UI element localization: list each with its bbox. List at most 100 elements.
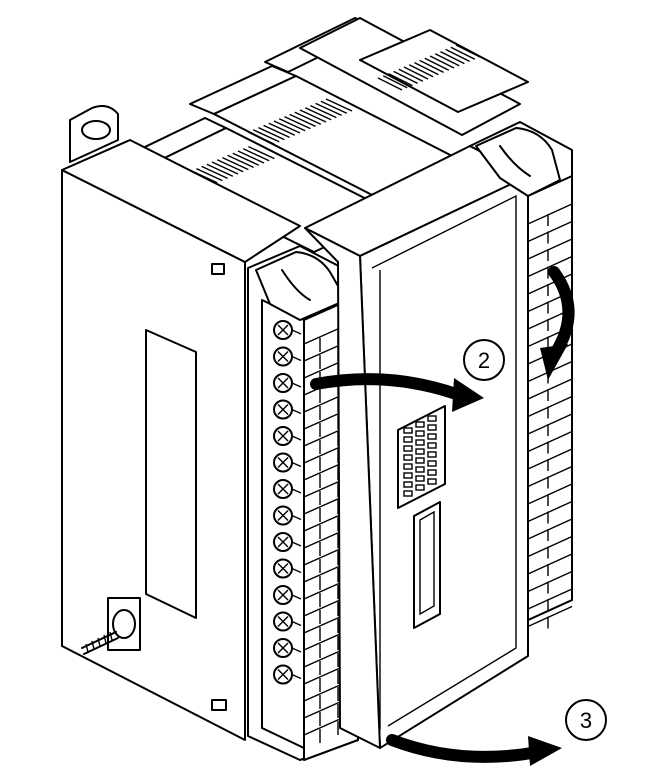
vent-slat [227,154,254,169]
io-module [304,145,529,749]
vent-slat [450,46,476,60]
screw-slot [277,404,289,415]
arrow-3 [386,734,562,766]
step-2-text: 2 [478,348,490,373]
vent-slat [289,113,316,128]
vent-slat [263,124,290,139]
vent-slat [408,64,434,78]
rib [527,448,573,470]
rib [527,570,573,593]
connector-pin [403,427,413,434]
screw-lead [291,435,302,441]
vent-slat [201,165,228,180]
vent-slat [320,100,348,114]
screw-lead [291,408,302,415]
step-label-2: 2 [463,339,505,381]
vent-slat [429,55,455,69]
vent-slat [222,156,249,171]
rib [527,238,573,260]
connector-pin [427,415,437,422]
screw-slot [277,669,289,680]
screw-slot [277,351,289,362]
connector-pin [403,490,413,497]
connector-pin [403,481,413,488]
vent-slat [419,59,444,74]
rib [527,465,573,488]
rib [527,553,573,575]
screw-lead [291,461,302,468]
rib [527,255,573,278]
vent-slat [258,126,285,141]
connector-pin [427,451,437,458]
connector-pin [427,469,437,476]
connector-pin [415,448,425,455]
vent-slat [315,102,342,117]
vent-slat [232,152,260,166]
connector-pin [415,439,425,446]
rib [527,500,573,523]
rib [527,395,573,418]
vent-slat [424,57,450,71]
vent-slat [248,145,275,160]
screw-slot [277,616,289,627]
vent-slat [216,159,244,173]
arrow-release-lever [540,266,575,380]
vent-slat [247,131,275,145]
vent-slat [414,61,439,76]
connector-pin [427,478,437,485]
screw-slot [277,324,289,336]
vent-slat [377,77,403,91]
screw-lead [291,594,302,600]
rib [527,483,573,505]
vent-slat [388,72,413,87]
connector-pin [403,445,413,452]
rib [527,518,573,540]
label-window [145,329,197,619]
connector-pin [415,430,425,437]
screw-lead [291,541,302,547]
connector-pin [427,460,437,467]
vent-slat [278,118,306,132]
vent-slat [403,66,429,80]
screw-slot [277,642,289,654]
screw-lead [291,620,302,627]
vent-slat [299,109,327,123]
screw-lead [291,329,302,335]
rib [527,203,573,225]
screw-slot [277,563,289,574]
connector-pin [415,457,425,464]
screw-slot [277,430,289,442]
vent-slat [206,163,234,177]
connector-pin [415,475,425,482]
terminal-screws [273,320,302,685]
screw-lead [291,647,302,653]
screw-slot [277,457,289,468]
vent-slat [211,161,239,175]
screw-lead [291,488,302,494]
vent-slat [294,111,322,125]
vent-slat [273,120,301,134]
vent-slat [268,122,296,136]
screw-slot [277,536,289,548]
screw-slot [277,377,289,389]
vent-slat [440,50,465,65]
connector-pin [427,424,437,431]
step-3-text: 3 [580,708,592,733]
screw-lead [291,673,302,680]
connector-pin [403,436,413,443]
connector-pin [415,484,425,491]
connector-pin [415,421,425,428]
ground-screw [81,597,141,655]
vent-slat [237,150,265,164]
vent-slat [242,148,270,162]
connector-pin [403,463,413,470]
indicator-slot [413,501,441,629]
vent-slat [434,53,460,67]
connector-pin [403,472,413,479]
connector-pin [427,433,437,440]
screw-lead [291,514,302,521]
vent-slat [252,129,280,143]
vent-slat [325,98,353,112]
vent-slat [304,107,332,121]
